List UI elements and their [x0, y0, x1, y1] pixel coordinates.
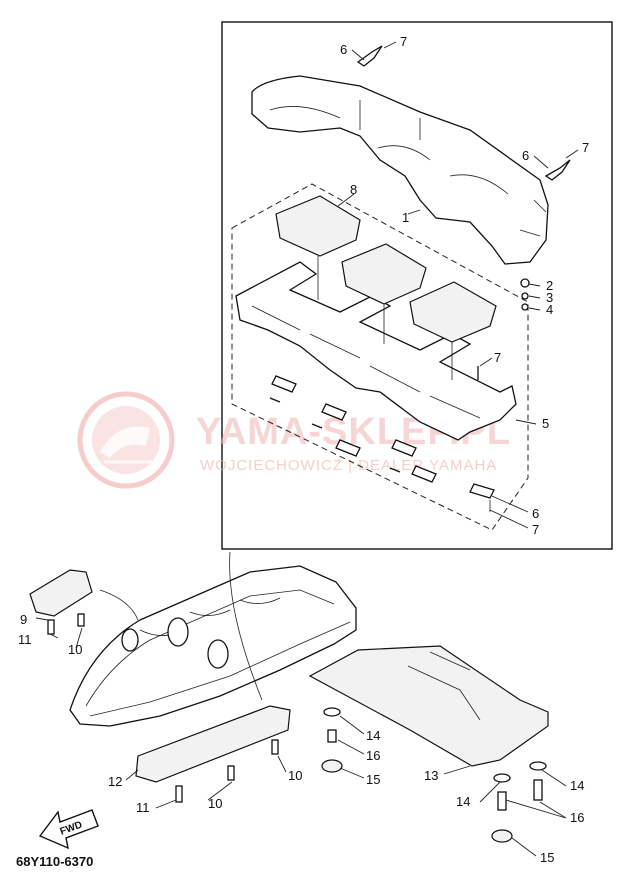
fwd-arrow-icon: FWD — [38, 809, 99, 850]
callout-6: 6 — [340, 42, 347, 57]
part-1-backrest-frame — [251, 75, 549, 265]
callout-8: 8 — [350, 182, 357, 197]
callout-10: 10 — [208, 796, 222, 811]
inset-fasteners — [269, 45, 571, 512]
callout-2: 2 — [546, 278, 553, 293]
callout-6: 6 — [532, 506, 539, 521]
callout-4: 4 — [546, 302, 553, 317]
callout-9: 9 — [20, 612, 27, 627]
callout-7: 7 — [582, 140, 589, 155]
callout-14: 14 — [456, 794, 470, 809]
part-8-seat-cushions — [275, 195, 497, 380]
callout-10: 10 — [288, 768, 302, 783]
callout-15: 15 — [366, 772, 380, 787]
callout-10: 10 — [68, 642, 82, 657]
callout-5: 5 — [542, 416, 549, 431]
callout-16: 16 — [366, 748, 380, 763]
callout-11: 11 — [18, 632, 32, 647]
bottom-fasteners — [47, 613, 547, 843]
callout-7: 7 — [532, 522, 539, 537]
callout-labels: 6 7 6 7 8 1 2 3 4 7 5 6 7 9 11 10 12 11 … — [18, 34, 589, 865]
watermark-subtitle: WOJCIECHOWICZ | DEALER YAMAHA — [200, 457, 497, 474]
callout-7: 7 — [400, 34, 407, 49]
leader-lines — [35, 41, 579, 857]
callout-11: 11 — [136, 800, 150, 815]
part-13-deck-mat — [308, 645, 549, 767]
callout-1: 1 — [402, 210, 409, 225]
part-13-detail — [407, 651, 481, 721]
callout-14: 14 — [570, 778, 584, 793]
callout-7: 7 — [494, 350, 501, 365]
boat-hull — [69, 551, 357, 727]
callout-12: 12 — [108, 774, 122, 789]
callout-15: 15 — [540, 850, 554, 865]
part-12-cushion — [135, 705, 291, 783]
part-code: 68Y110-6370 — [16, 854, 93, 869]
callout-14: 14 — [366, 728, 380, 743]
callout-16: 16 — [570, 810, 584, 825]
detail-inset-frame — [221, 21, 613, 550]
part-9-cushion — [29, 569, 93, 617]
watermark-logo-icon — [77, 391, 175, 489]
callout-13: 13 — [424, 768, 438, 783]
callout-3: 3 — [546, 290, 553, 305]
part-5-seat-frame — [231, 183, 529, 531]
callout-6: 6 — [522, 148, 529, 163]
